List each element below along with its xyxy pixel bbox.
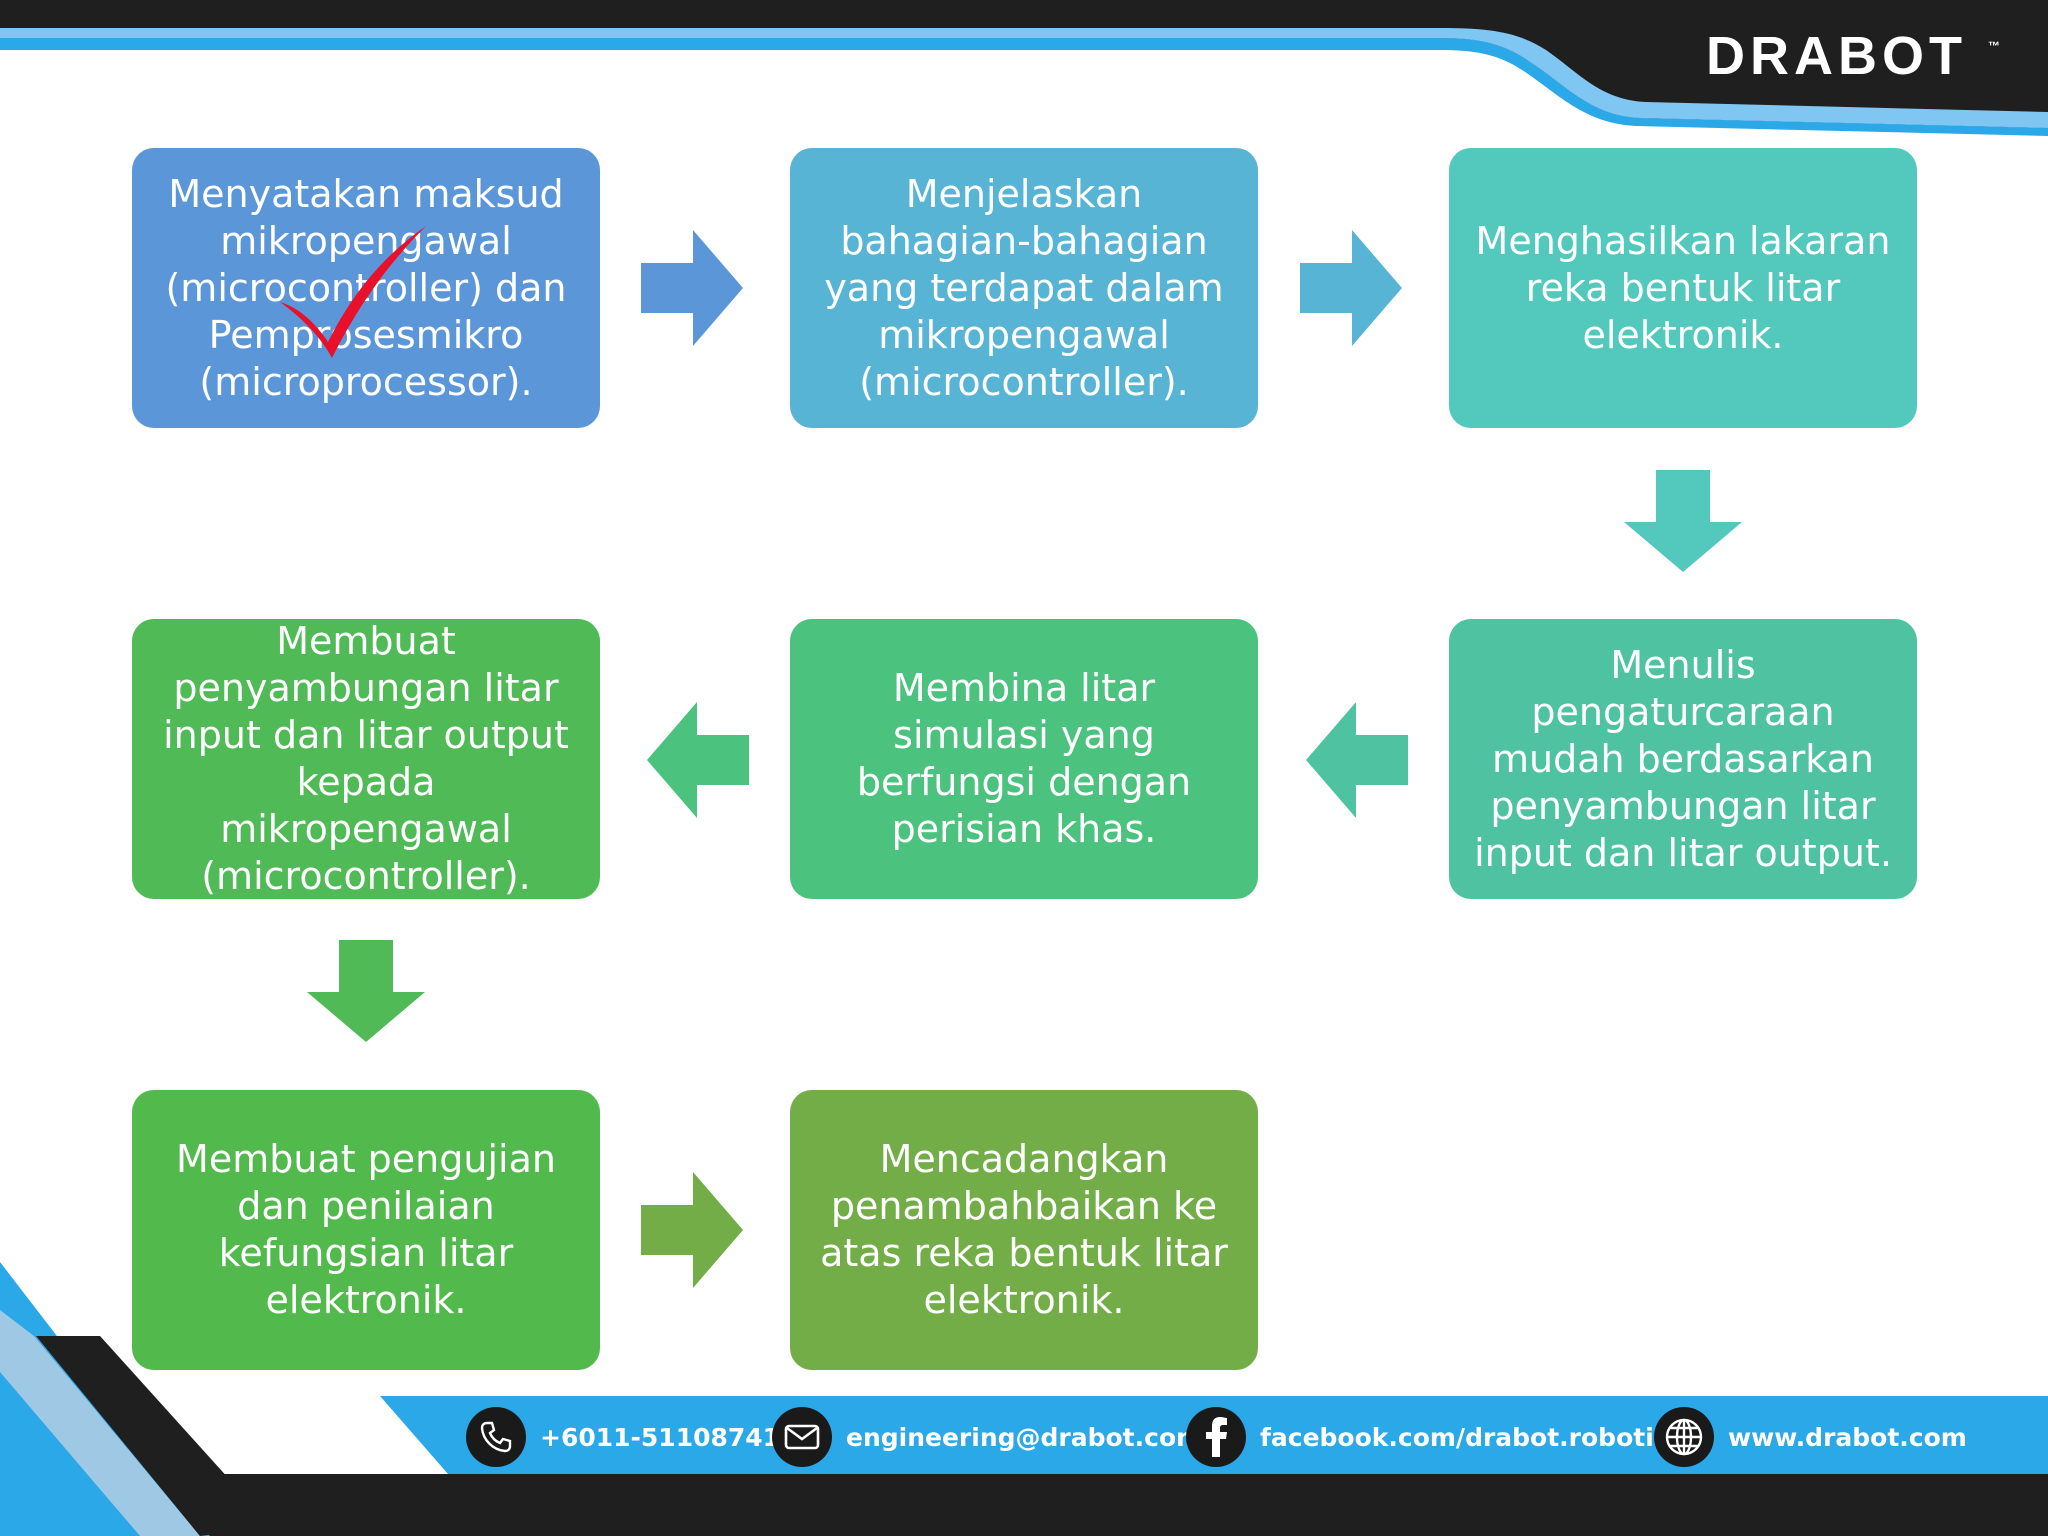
footer-phone[interactable]: +6011-51108741 <box>466 1402 780 1472</box>
step-text-6: Membuat penyambungan litar input dan lit… <box>163 619 569 898</box>
arrow-left-5-6 <box>647 702 749 818</box>
step-text-4: Menulis pengaturcaraan mudah berdasarkan… <box>1474 642 1892 875</box>
header-blue-stripe <box>0 38 2048 136</box>
arrow-down-6-7 <box>307 940 425 1042</box>
step-box-3: Menghasilkan lakaran reka bentuk litar e… <box>1449 148 1917 428</box>
footer-dark-band <box>150 1474 2048 1536</box>
arrow-right-1-2 <box>641 230 743 346</box>
phone-icon <box>466 1407 526 1467</box>
step-box-2: Menjelaskan bahagian-bahagian yang terda… <box>790 148 1258 428</box>
step-box-6: Membuat penyambungan litar input dan lit… <box>132 619 600 899</box>
email-icon <box>772 1407 832 1467</box>
step-box-5: Membina litar simulasi yang berfungsi de… <box>790 619 1258 899</box>
step-text-1: Menyatakan maksud mikropengawal (microco… <box>165 171 567 404</box>
step-box-8: Mencadangkan penambahbaikan ke atas reka… <box>790 1090 1258 1370</box>
step-box-7: Membuat pengujian dan penilaian kefungsi… <box>132 1090 600 1370</box>
step-text-7: Membuat pengujian dan penilaian kefungsi… <box>176 1137 556 1322</box>
arrow-right-2-3 <box>1300 230 1402 346</box>
arrow-right-7-8 <box>641 1172 743 1288</box>
step-text-5: Membina litar simulasi yang berfungsi de… <box>856 666 1192 851</box>
step-text-8: Mencadangkan penambahbaikan ke atas reka… <box>820 1137 1228 1322</box>
footer-facebook-text: facebook.com/drabot.robotics <box>1260 1422 1684 1452</box>
footer-left-light <box>0 1310 200 1536</box>
footer-email[interactable]: engineering@drabot.com <box>772 1402 1202 1472</box>
globe-icon <box>1654 1407 1714 1467</box>
step-text-3: Menghasilkan lakaran reka bentuk litar e… <box>1475 218 1891 357</box>
arrow-down-3-4 <box>1624 470 1742 572</box>
checkmark-icon <box>280 226 426 358</box>
step-text-2: Menjelaskan bahagian-bahagian yang terda… <box>824 171 1224 404</box>
footer-website-text: www.drabot.com <box>1728 1422 1967 1452</box>
footer-website[interactable]: www.drabot.com <box>1654 1402 1967 1472</box>
arrow-left-4-5 <box>1306 702 1408 818</box>
footer-email-text: engineering@drabot.com <box>846 1422 1203 1452</box>
footer-facebook[interactable]: facebook.com/drabot.robotics <box>1186 1402 1683 1472</box>
header-light-stripe <box>0 28 2048 128</box>
step-box-4: Menulis pengaturcaraan mudah berdasarkan… <box>1449 619 1917 899</box>
facebook-icon <box>1186 1407 1246 1467</box>
footer-phone-text: +6011-51108741 <box>540 1422 781 1452</box>
